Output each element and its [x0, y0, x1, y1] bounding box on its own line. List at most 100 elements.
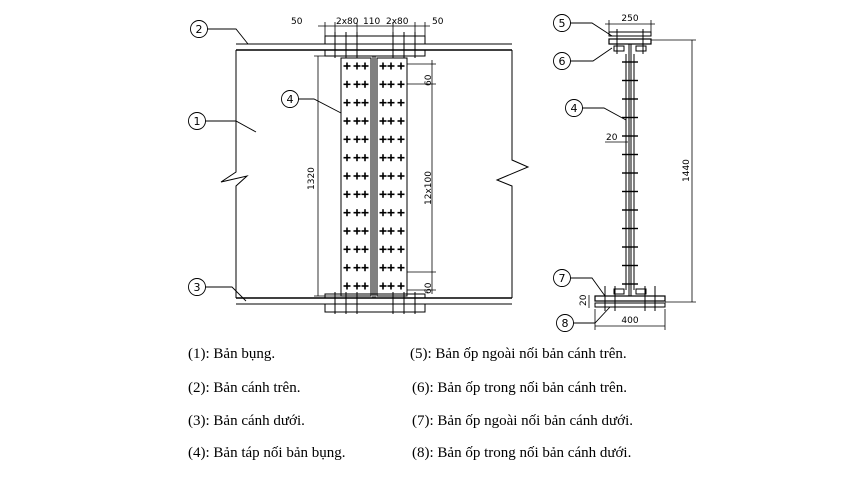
side-dimension-lines — [588, 20, 696, 330]
web-bolt — [360, 245, 370, 254]
web-bolt — [342, 190, 352, 199]
legend-item-3: (3): Bản cánh dưới. — [188, 413, 305, 429]
web-bolt — [386, 98, 396, 107]
web-bolt — [352, 116, 362, 126]
web-bolt — [378, 98, 388, 107]
web-splice-plates — [340, 56, 408, 298]
web-bolt — [396, 281, 406, 291]
marker-6: 6 — [559, 55, 566, 68]
web-bolt — [352, 135, 362, 144]
web-bolt — [360, 98, 370, 107]
side-web-bolts — [622, 61, 638, 285]
dim-20-web: 20 — [606, 133, 618, 143]
web-bolt — [386, 153, 396, 162]
marker-4-front: 4 — [287, 93, 294, 106]
web-bolt — [352, 226, 362, 236]
front-dimension-lines — [314, 22, 436, 297]
web-bolt — [386, 171, 396, 181]
web-bolt — [360, 153, 370, 162]
web-bolt — [342, 263, 352, 273]
front-callout-labels: 2 1 3 4 — [194, 23, 294, 294]
web-bolt — [378, 135, 388, 144]
dim-2x80-left: 2x80 — [336, 17, 359, 27]
side-callouts — [553, 14, 627, 332]
marker-8: 8 — [562, 317, 569, 330]
web-bolt — [352, 208, 362, 217]
web-bolt — [386, 190, 396, 199]
bottom-flange — [236, 297, 512, 305]
web-bolt — [386, 61, 396, 71]
dim-50-right: 50 — [432, 17, 444, 27]
web-bolt — [360, 171, 370, 181]
dim-1320: 1320 — [307, 167, 317, 190]
side-section — [594, 29, 666, 311]
dim-60-top: 60 — [424, 74, 434, 86]
legend-item-7: (7): Bản ốp ngoài nối bản cánh dưới. — [412, 413, 634, 429]
dim-20-flange: 20 — [579, 294, 589, 306]
side-callout-labels: 5 6 4 7 8 — [559, 17, 578, 330]
web-bolt — [396, 190, 406, 199]
dim-1440: 1440 — [682, 159, 692, 182]
web-bolt — [360, 190, 370, 199]
marker-4-side: 4 — [571, 102, 578, 115]
web-bolt — [360, 135, 370, 144]
web-plate — [220, 50, 530, 298]
web-bolt — [360, 80, 370, 89]
web-bolt — [360, 116, 370, 126]
web-bolt — [396, 98, 406, 107]
marker-5: 5 — [559, 17, 566, 30]
web-bolt — [396, 135, 406, 144]
web-bolt — [378, 80, 388, 89]
dim-60-bottom: 60 — [424, 282, 434, 294]
web-bolt — [386, 116, 396, 126]
web-bolt — [396, 153, 406, 162]
web-bolt — [342, 171, 352, 181]
web-bolt — [352, 153, 362, 162]
top-flange — [236, 43, 512, 51]
web-bolt — [396, 263, 406, 273]
web-bolt — [360, 208, 370, 217]
web-bolt — [352, 190, 362, 199]
marker-2: 2 — [196, 23, 203, 36]
web-bolt — [342, 61, 352, 71]
web-bolt — [360, 226, 370, 236]
dim-2x80-right: 2x80 — [386, 17, 409, 27]
web-bolt — [342, 80, 352, 89]
legend-item-8: (8): Bản ốp trong nối bản cánh dưới. — [412, 445, 632, 461]
web-bolt — [386, 226, 396, 236]
web-bolt — [352, 263, 362, 273]
dim-250: 250 — [621, 14, 638, 24]
front-dimension-text: 50 2x80 110 2x80 50 1320 60 12x100 60 — [291, 17, 444, 294]
front-callouts — [188, 20, 342, 302]
web-bolt — [352, 281, 362, 291]
web-bolt — [342, 153, 352, 162]
web-bolt — [396, 208, 406, 217]
web-bolt — [396, 171, 406, 181]
legend-item-6: (6): Bản ốp trong nối bản cánh trên. — [412, 380, 627, 396]
web-bolt — [342, 135, 352, 144]
web-bolt — [378, 171, 388, 181]
legend-item-5: (5): Bản ốp ngoài nối bản cánh trên. — [410, 346, 627, 362]
web-bolt — [352, 80, 362, 89]
marker-7: 7 — [559, 272, 566, 285]
web-bolt — [386, 281, 396, 291]
web-bolt — [396, 80, 406, 89]
dim-400: 400 — [621, 316, 638, 326]
web-bolt — [396, 61, 406, 71]
web-bolt — [378, 263, 388, 273]
web-bolt — [342, 281, 352, 291]
web-bolt — [378, 226, 388, 236]
web-bolt — [378, 190, 388, 199]
web-bolt — [386, 208, 396, 217]
web-bolt — [352, 98, 362, 107]
web-bolt — [378, 245, 388, 254]
web-bolt — [352, 245, 362, 254]
legend-item-4: (4): Bản táp nối bản bụng. — [188, 445, 346, 461]
web-bolt — [386, 263, 396, 273]
legend-item-1: (1): Bản bụng. — [188, 346, 276, 362]
front-elevation — [220, 32, 530, 314]
web-bolt — [396, 226, 406, 236]
web-bolt-grid — [342, 61, 406, 291]
web-bolt — [352, 61, 362, 71]
